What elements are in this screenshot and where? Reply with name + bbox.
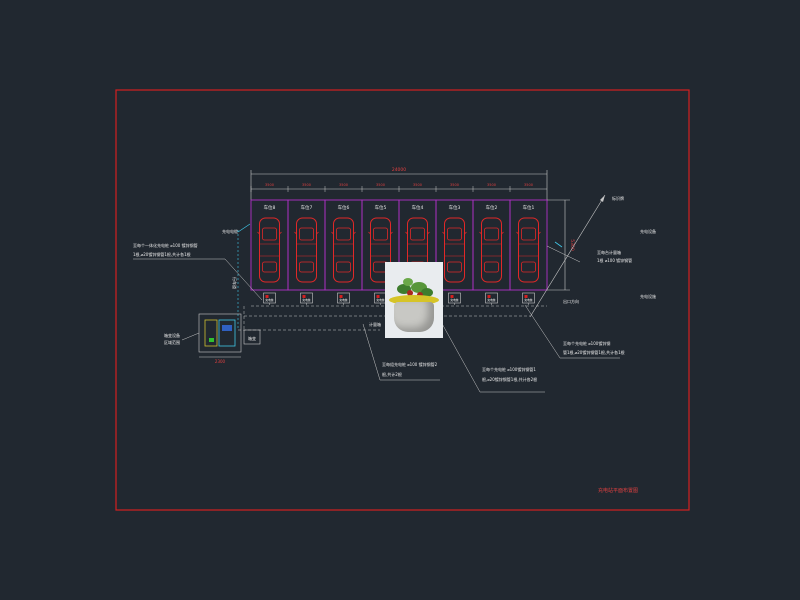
left-annotations: 至每个一体化充电桩 ⌀100 镀锌钢管 1根,⌀20镀锌钢管1根,共计各1根 充…	[133, 228, 263, 301]
parking-bay	[509, 199, 548, 291]
drawing-title: 充电站平面布置图	[598, 487, 638, 494]
drawing-frame	[115, 89, 690, 511]
box-transformer-symbol	[243, 329, 261, 345]
bay-dim-label: 3500	[302, 183, 311, 187]
parking-bay	[287, 199, 326, 291]
overall-dimension: 24000	[250, 167, 548, 200]
exit-label: 出口方向	[563, 298, 579, 304]
plant-photo	[385, 262, 443, 338]
bay-label: 车位7	[301, 204, 313, 211]
charger-label: 充电桩	[487, 298, 496, 302]
right-top-note-2: 1根 ⌀100 镀锌钢管	[597, 257, 632, 263]
bay-label: 车位3	[449, 204, 461, 211]
box-transformer-label: 箱变	[248, 335, 256, 341]
bay-label: 车位1	[523, 204, 535, 211]
bottom-annotations: 至每组充电桩 ⌀100 镀锌钢管2 根,共计2根 计量箱 至每个充电桩 ⌀100…	[362, 319, 545, 393]
bay-dim-label: 3500	[487, 183, 496, 187]
distribution-side-label: 箱变设备	[164, 332, 180, 338]
bay-dim-label: 3500	[339, 183, 348, 187]
bay-dim-label: 3500	[265, 183, 274, 187]
bay-dim-label: 3500	[413, 183, 422, 187]
charger-label: 充电桩	[265, 298, 274, 302]
bottom-right-note: 至每个充电桩 ⌀100镀锌钢管1	[482, 366, 536, 372]
bay-label: 车位2	[486, 204, 498, 211]
distribution-room: 箱变 2300 箱变设备 区域范围	[164, 313, 261, 364]
bay-dim-label: 3500	[524, 183, 533, 187]
bottom-mid-note: 至每组充电桩 ⌀100 镀锌钢管2	[382, 361, 438, 367]
road-label: 行车道	[232, 277, 238, 289]
charger-label: 充电桩	[302, 298, 311, 302]
charger-label: 充电桩	[376, 298, 385, 302]
bay-label: 车位5	[375, 204, 387, 211]
bay-label: 车位6	[338, 204, 350, 211]
car-icon	[442, 217, 467, 283]
right-edge-label-1: 充电设备	[640, 228, 656, 234]
car-icon	[294, 217, 319, 283]
parking-bay	[324, 199, 363, 291]
overall-dim-label: 24000	[392, 167, 406, 173]
right-top-note: 至每台计量箱	[597, 249, 621, 255]
parking-bays: 车位8 车位7 车位6 车位5 车位4 车位3 车位2 车位1	[250, 199, 548, 291]
left-note: 至每个一体化充电桩 ⌀100 镀锌钢管	[133, 242, 198, 248]
charger-label: 充电桩	[450, 298, 459, 302]
cable-route-left	[237, 223, 380, 331]
charging-cable-label: 充电电缆	[222, 228, 238, 234]
charger-label: 充电桩	[339, 298, 348, 302]
car-icon	[368, 217, 393, 283]
right-note: 至每个充电桩 ⌀100镀锌钢	[563, 340, 610, 346]
car-icon	[331, 217, 356, 283]
signage-label: 标识牌	[612, 195, 624, 201]
bay-depth-dimension: 5300	[547, 199, 575, 291]
car-icon	[516, 217, 541, 283]
bottom-mid-note-2: 根,共计2根	[382, 371, 402, 377]
right-note-2: 管1根,⌀20镀锌钢管1根,共计各1根	[563, 349, 625, 355]
car-icon	[257, 217, 282, 283]
left-note-2: 1根,⌀20镀锌钢管1根,共计各1根	[133, 251, 191, 257]
car-icon	[479, 217, 504, 283]
parking-bay	[250, 199, 289, 291]
bay-label: 车位8	[264, 204, 276, 211]
cars	[257, 217, 541, 283]
right-annotations: 至每个充电桩 ⌀100镀锌钢 管1根,⌀20镀锌钢管1根,共计各1根 至每台计量…	[524, 194, 656, 359]
bay-dim-label: 3500	[376, 183, 385, 187]
charger-label: 充电桩	[524, 298, 533, 302]
meter-box-label: 计量箱	[369, 321, 381, 327]
bay-dim-label: 3500	[450, 183, 459, 187]
right-edge-label-2: 充电设施	[640, 293, 656, 299]
bay-label: 车位4	[412, 204, 424, 211]
bay-depth-label: 5300	[569, 239, 575, 251]
station-width-label: 2300	[215, 359, 226, 364]
distribution-side-label-2: 区域范围	[164, 339, 180, 345]
bottom-right-note-2: 根,⌀20镀锌钢管1根,共计各2根	[482, 376, 537, 382]
bay-dimensions: 3500 3500 3500 3500 3500 3500 3500 3500	[250, 183, 547, 192]
parking-bay	[472, 199, 511, 291]
